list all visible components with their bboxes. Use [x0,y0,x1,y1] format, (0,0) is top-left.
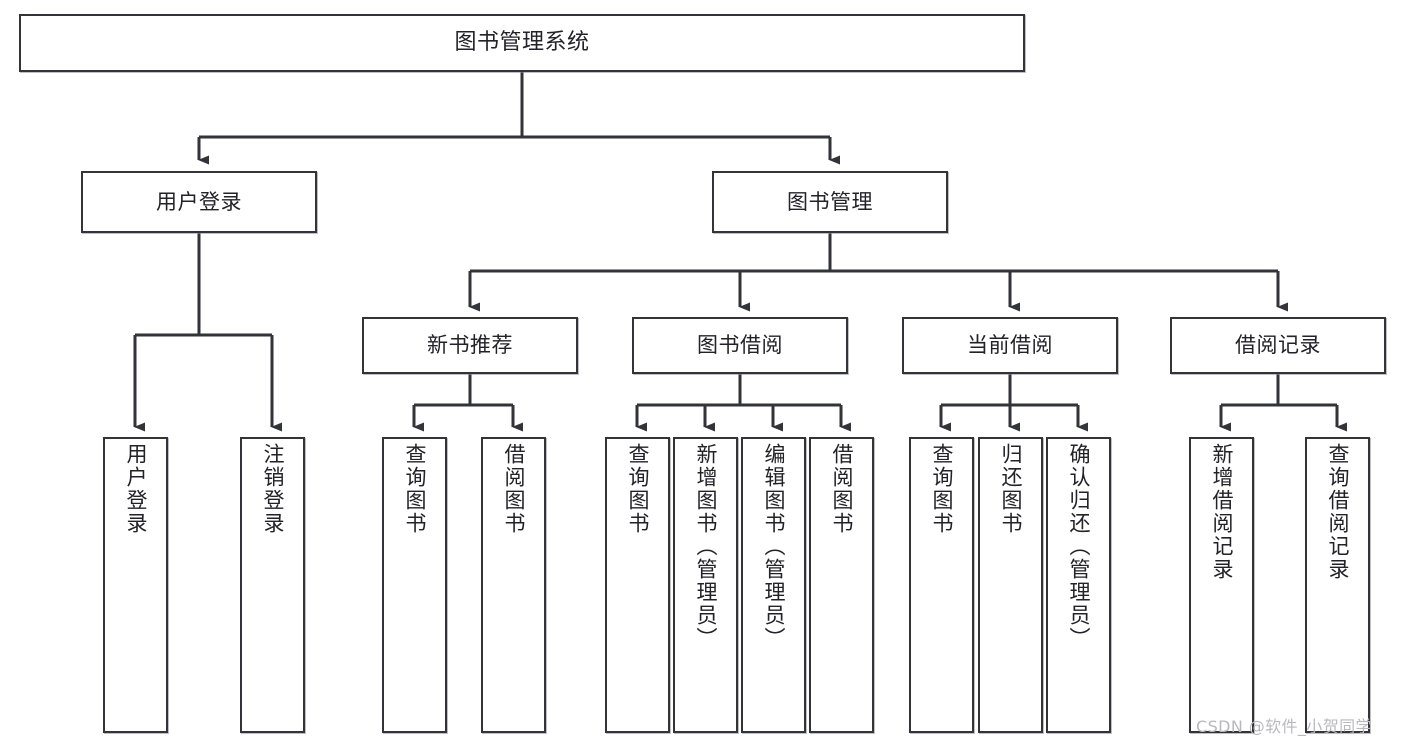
csdn-watermark: CSDN @软件_小贺同学 [1196,717,1372,736]
node-new-book-rec-label: 新书推荐 [427,333,513,358]
node-leaf-user-login-label: 用户登录 [124,443,148,535]
node-leaf-logout-login-label: 注销登录 [261,443,285,535]
node-leaf-query-book-rec[interactable]: 查询图书 [382,437,447,733]
node-leaf-confirm-return[interactable]: 确认归还（管理员） [1046,437,1111,733]
node-borrow-record-label: 借阅记录 [1235,333,1321,358]
node-borrow-record[interactable]: 借阅记录 [1170,317,1386,374]
node-leaf-borrow-book-label: 借阅图书 [830,443,854,535]
node-leaf-borrow-book[interactable]: 借阅图书 [809,437,874,733]
node-book-borrow-label: 图书借阅 [697,333,783,358]
node-user-login[interactable]: 用户登录 [81,171,317,233]
node-root-label: 图书管理系统 [454,30,590,56]
node-root[interactable]: 图书管理系统 [19,14,1025,72]
node-book-manage[interactable]: 图书管理 [712,171,948,233]
node-user-login-label: 用户登录 [156,189,242,214]
node-book-borrow[interactable]: 图书借阅 [632,317,848,374]
node-leaf-add-book-label: 新增图书（管理员） [694,443,718,650]
node-leaf-query-book-current-label: 查询图书 [930,443,954,535]
node-current-borrow-label: 当前借阅 [967,333,1053,358]
node-leaf-query-book-borrow[interactable]: 查询图书 [605,437,670,733]
node-leaf-add-book[interactable]: 新增图书（管理员） [673,437,738,733]
node-book-manage-label: 图书管理 [787,189,873,214]
node-leaf-logout-login[interactable]: 注销登录 [240,437,305,733]
node-leaf-borrow-book-rec-label: 借阅图书 [502,443,526,535]
node-leaf-query-record[interactable]: 查询借阅记录 [1305,437,1370,733]
node-leaf-confirm-return-label: 确认归还（管理员） [1067,443,1091,650]
node-leaf-query-book-rec-label: 查询图书 [403,443,427,535]
node-new-book-rec[interactable]: 新书推荐 [362,317,578,374]
node-leaf-return-book[interactable]: 归还图书 [978,437,1043,733]
node-leaf-edit-book-label: 编辑图书（管理员） [762,443,786,650]
node-leaf-add-record-label: 新增借阅记录 [1210,443,1234,581]
node-leaf-borrow-book-rec[interactable]: 借阅图书 [481,437,546,733]
node-leaf-query-record-label: 查询借阅记录 [1326,443,1350,581]
node-leaf-user-login[interactable]: 用户登录 [103,437,168,733]
node-leaf-return-book-label: 归还图书 [999,443,1023,535]
node-leaf-query-book-current[interactable]: 查询图书 [909,437,974,733]
node-leaf-query-book-borrow-label: 查询图书 [626,443,650,535]
node-leaf-add-record[interactable]: 新增借阅记录 [1189,437,1254,733]
node-current-borrow[interactable]: 当前借阅 [902,317,1118,374]
node-leaf-edit-book[interactable]: 编辑图书（管理员） [741,437,806,733]
